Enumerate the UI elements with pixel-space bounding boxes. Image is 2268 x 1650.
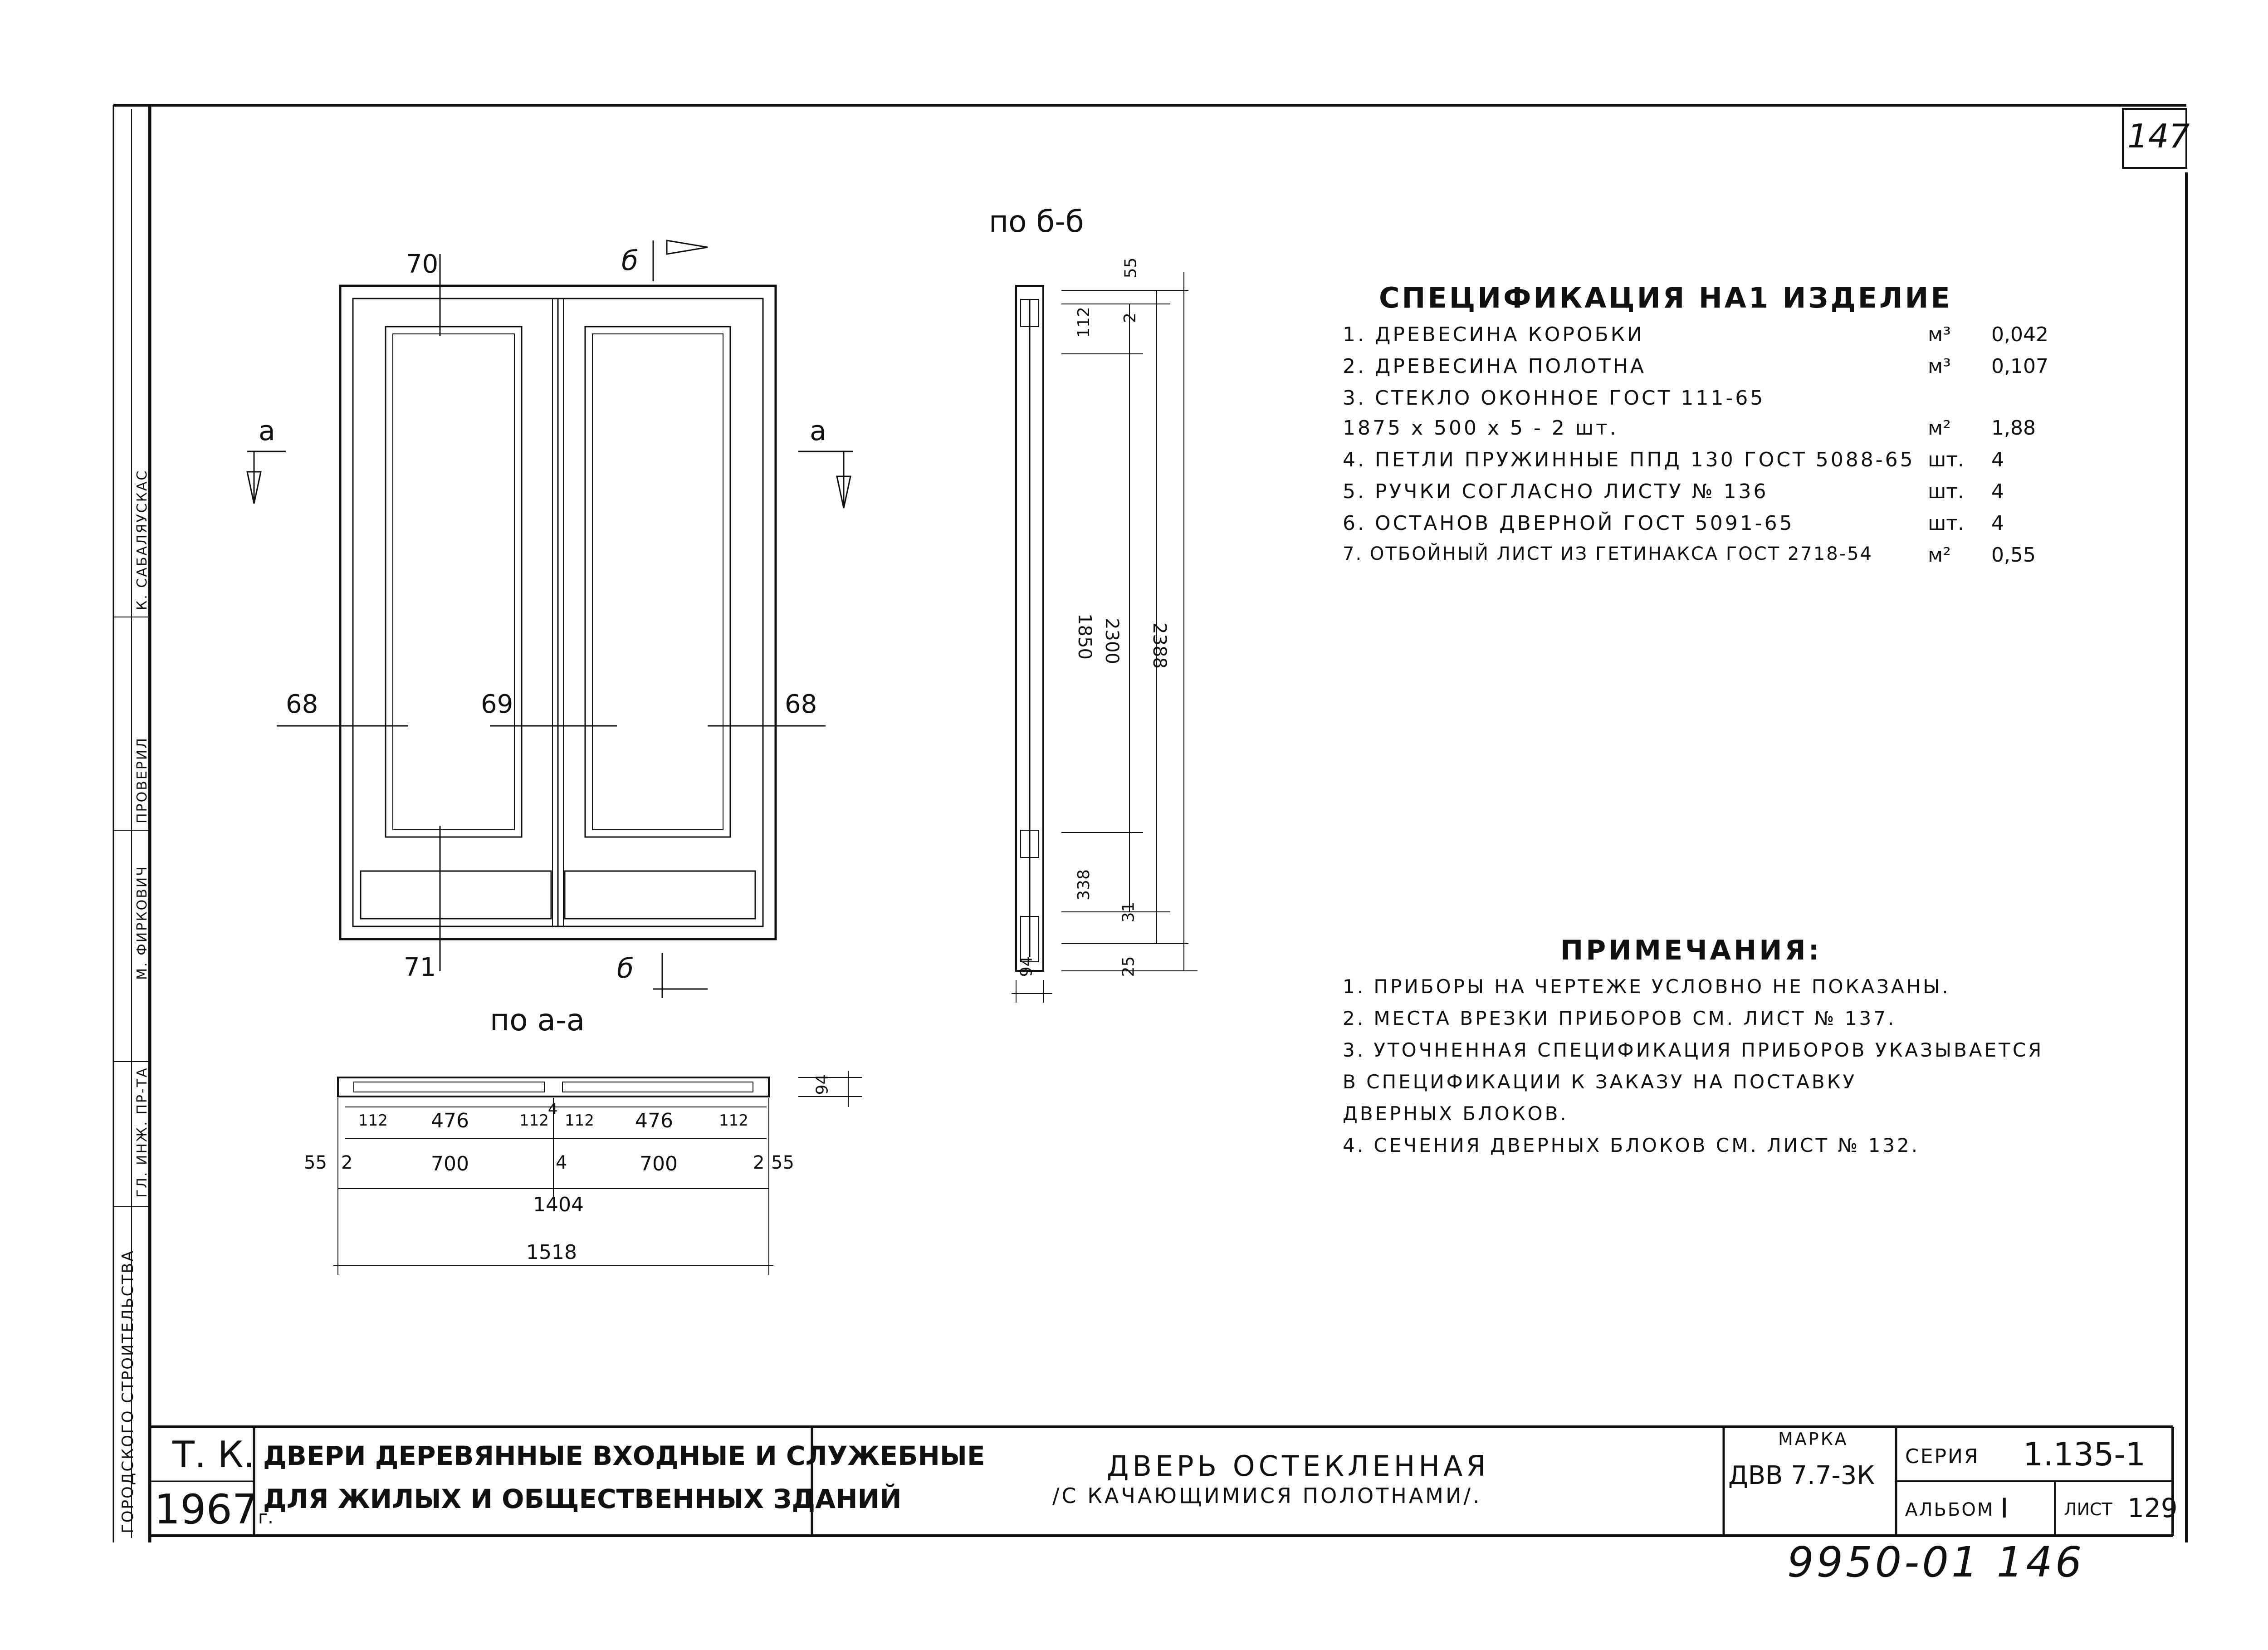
- series-label: СЕРИЯ: [1905, 1445, 1980, 1468]
- callout-69: 69: [481, 690, 513, 719]
- spec-item-3-detail: 1875 х 500 х 5 - 2 шт.: [1343, 416, 1618, 440]
- section-a-marker-right: а: [810, 415, 826, 447]
- spec-item-2: 2. ДРЕВЕСИНА ПОЛОТНА: [1343, 355, 1646, 378]
- side-stamp-name2: К. САБАЛЯУСКАС: [134, 469, 150, 610]
- spec-item-4: 4. ПЕТЛИ ПРУЖИННЫЕ ППД 130 ГОСТ 5088-65: [1343, 448, 1915, 471]
- section-aa-view: [333, 1071, 862, 1275]
- dim-aa-1518: 1518: [526, 1241, 577, 1264]
- dim-bb-112: 112: [1074, 307, 1093, 338]
- note-3-cont-2: ДВЕРНЫХ БЛОКОВ.: [1343, 1102, 1569, 1125]
- callout-68-right: 68: [785, 690, 817, 719]
- callout-70: 70: [406, 250, 439, 279]
- spec-item-4-unit: шт.: [1928, 448, 1964, 471]
- note-4: 4. СЕЧЕНИЯ ДВЕРНЫХ БЛОКОВ СМ. ЛИСТ № 132…: [1343, 1134, 1920, 1156]
- dim-aa-55-left: 55: [304, 1152, 327, 1173]
- dim-aa-4-top: 4: [548, 1100, 558, 1118]
- section-b-marker-bottom: б: [617, 953, 634, 984]
- dim-aa-700-right: 700: [640, 1152, 678, 1175]
- archive-number: 9950-01 146: [1787, 1538, 2085, 1586]
- spec-item-7-unit: м²: [1928, 543, 1951, 567]
- spec-item-6-qty: 4: [1991, 512, 2004, 535]
- dim-bb-1850: 1850: [1074, 613, 1095, 660]
- section-aa-title: по а-а: [490, 1003, 585, 1038]
- project-title-line1: ДВЕРИ ДЕРЕВЯННЫЕ ВХОДНЫЕ И СЛУЖЕБНЫЕ: [263, 1440, 985, 1471]
- spec-item-3: 3. СТЕКЛО ОКОННОЕ ГОСТ 111-65: [1343, 387, 1765, 410]
- series-value: 1.135-1: [2023, 1436, 2146, 1473]
- spec-item-2-unit: м³: [1928, 355, 1951, 378]
- side-stamp-lines: [113, 109, 150, 1538]
- corner-sheet-number: 147: [2127, 117, 2190, 155]
- dim-aa-1404: 1404: [533, 1193, 584, 1216]
- year-suffix: г.: [258, 1507, 274, 1528]
- dim-aa-55-right: 55: [771, 1152, 794, 1173]
- dim-aa-112-d: 112: [719, 1111, 748, 1130]
- dim-bb-31: 31: [1119, 901, 1138, 923]
- dim-aa-476-b: 476: [635, 1109, 673, 1132]
- callout-68-left: 68: [286, 690, 318, 719]
- spec-item-1-unit: м³: [1928, 323, 1951, 346]
- mark-label: МАРКА: [1778, 1429, 1848, 1449]
- section-b-marker-top: б: [621, 245, 639, 277]
- sheet-label: ЛИСТ: [2064, 1499, 2112, 1519]
- dim-bb-2388: 2388: [1149, 622, 1170, 669]
- dim-bb-25: 25: [1119, 956, 1138, 977]
- dim-bb-2300: 2300: [1101, 618, 1122, 664]
- dim-aa-112-b: 112: [519, 1111, 549, 1130]
- spec-item-2-qty: 0,107: [1991, 355, 2048, 378]
- project-title-line2: ДЛЯ ЖИЛЫХ И ОБЩЕСТВЕННЫХ ЗДАНИЙ: [263, 1484, 902, 1514]
- dim-aa-112-a: 112: [358, 1111, 388, 1130]
- side-stamp-role1: ГЛ. ИНЖ. ПР-ТА: [134, 1067, 150, 1198]
- note-2: 2. МЕСТА ВРЕЗКИ ПРИБОРОВ СМ. ЛИСТ № 137.: [1343, 1007, 1897, 1029]
- sheet-value: 129: [2127, 1493, 2178, 1523]
- spec-item-1: 1. ДРЕВЕСИНА КОРОБКИ: [1343, 323, 1644, 346]
- dim-aa-4-mid: 4: [556, 1152, 567, 1173]
- spec-item-5-unit: шт.: [1928, 480, 1964, 503]
- dim-bb-2: 2: [1120, 313, 1139, 323]
- dim-aa-2-left: 2: [341, 1152, 353, 1173]
- dim-bb-55: 55: [1121, 257, 1140, 279]
- spec-title: СПЕЦИФИКАЦИЯ НА1 ИЗДЕЛИЕ: [1379, 281, 1952, 314]
- note-1: 1. ПРИБОРЫ НА ЧЕРТЕЖЕ УСЛОВНО НЕ ПОКАЗАН…: [1343, 975, 1950, 998]
- dim-aa-476-a: 476: [431, 1109, 469, 1132]
- spec-item-6: 6. ОСТАНОВ ДВЕРНОЙ ГОСТ 5091-65: [1343, 512, 1794, 535]
- note-3-cont-1: В СПЕЦИФИКАЦИИ К ЗАКАЗУ НА ПОСТАВКУ: [1343, 1071, 1857, 1093]
- dim-aa-112-c: 112: [565, 1111, 594, 1130]
- dim-bb-338: 338: [1074, 869, 1093, 901]
- album-label: АЛЬБОМ: [1905, 1499, 1994, 1520]
- side-stamp-role2: ПРОВЕРИЛ: [134, 737, 150, 823]
- sheet-frame: [112, 104, 2188, 1542]
- dim-aa-2-right: 2: [753, 1152, 765, 1173]
- side-stamp-org: ГОРОДСКОГО СТРОИТЕЛЬСТВА: [119, 1249, 137, 1533]
- spec-item-4-qty: 4: [1991, 448, 2004, 471]
- callout-71: 71: [404, 953, 436, 982]
- section-bb-view: [1012, 272, 1198, 1003]
- title-block-lines: [150, 1425, 2174, 1537]
- spec-item-6-unit: шт.: [1928, 512, 1964, 535]
- drawing-title: ДВЕРЬ ОСТЕКЛЕННАЯ: [1107, 1449, 1490, 1483]
- year: 1967г.: [154, 1486, 274, 1533]
- section-a-marker-left: а: [259, 415, 275, 447]
- spec-item-5-qty: 4: [1991, 480, 2004, 503]
- spec-item-1-qty: 0,042: [1991, 323, 2048, 346]
- spec-item-3-qty: 1,88: [1991, 416, 2036, 440]
- front-view: [246, 240, 853, 998]
- year-value: 1967: [154, 1486, 259, 1533]
- dim-aa-94: 94: [813, 1074, 832, 1095]
- tk-label: Т. К.: [172, 1434, 255, 1476]
- notes-title: ПРИМЕЧАНИЯ:: [1560, 935, 1822, 966]
- spec-item-3-unit: м²: [1928, 416, 1951, 440]
- side-stamp-name1: М. ФИРКОВИЧ: [134, 865, 150, 980]
- spec-item-5: 5. РУЧКИ СОГЛАСНО ЛИСТУ № 136: [1343, 480, 1769, 503]
- dim-bb-94: 94: [1017, 956, 1036, 977]
- mark-value: ДВВ 7.7-3К: [1728, 1461, 1875, 1490]
- section-bb-title: по б-б: [989, 204, 1084, 239]
- note-3: 3. УТОЧНЕННАЯ СПЕЦИФИКАЦИЯ ПРИБОРОВ УКАЗ…: [1343, 1039, 2044, 1061]
- dim-aa-700-left: 700: [431, 1152, 469, 1175]
- spec-item-7-qty: 0,55: [1991, 543, 2036, 567]
- drawing-subtitle: /С КАЧАЮЩИМИСЯ ПОЛОТНАМИ/.: [1052, 1484, 1482, 1508]
- spec-item-7: 7. ОТБОЙНЫЙ ЛИСТ ИЗ ГЕТИНАКСА ГОСТ 2718-…: [1343, 543, 1873, 564]
- album-value: I: [2000, 1493, 2009, 1524]
